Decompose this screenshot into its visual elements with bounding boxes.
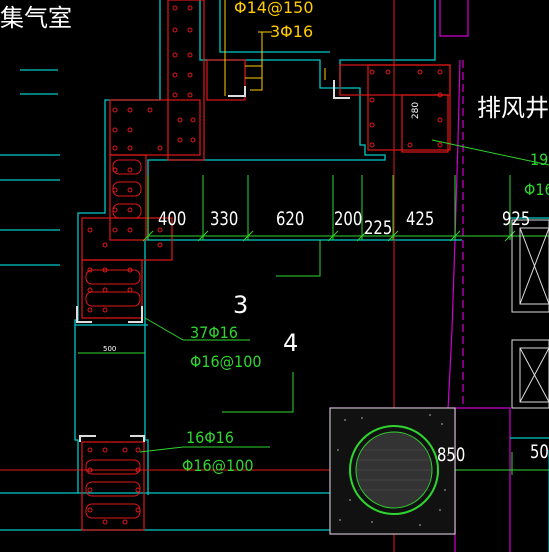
- pile-cap: [329, 407, 456, 535]
- rebar-label-low-2: Φ16@100: [182, 456, 254, 475]
- stirrup-bands: [85, 159, 142, 519]
- rebar-label-top-2: 3Φ16: [270, 22, 314, 41]
- wall-outlines: [0, 0, 549, 531]
- rebar-label-mid-1: 37Φ16: [190, 323, 238, 342]
- room-label-right: 排风井: [477, 94, 549, 122]
- dimension-200: 200: [334, 208, 363, 230]
- section-mark-3: 3: [233, 291, 249, 319]
- rebar-label-top-1: Φ14@150: [234, 0, 314, 17]
- steel-angles: [76, 80, 350, 442]
- side-panels: [511, 219, 549, 409]
- dimension-50: 50: [530, 441, 549, 463]
- dimension-925: 925: [502, 208, 531, 230]
- rebar-label-mid-2: Φ16@100: [190, 352, 262, 371]
- rebar-label-low-1: 16Φ16: [186, 428, 234, 447]
- rebar-label-right-2: Φ16: [524, 180, 549, 199]
- dimension-850: 850: [437, 444, 466, 466]
- dimension-425: 425: [406, 208, 435, 230]
- dimension-330: 330: [210, 208, 239, 230]
- section-leaders: [139, 139, 549, 453]
- note-leaders: [224, 0, 326, 96]
- room-label-left: 集气室: [0, 4, 72, 32]
- dimension-280: 280: [411, 101, 422, 120]
- dimension-400: 400: [158, 208, 187, 230]
- rebar-label-right-1: 19: [530, 150, 549, 169]
- dimension-500-small: 500: [103, 345, 117, 353]
- dimension-225: 225: [364, 217, 393, 239]
- section-mark-4: 4: [283, 329, 299, 357]
- dimension-chain: [78, 175, 549, 475]
- dimension-620: 620: [276, 208, 305, 230]
- pile-outer: [349, 425, 439, 515]
- rebar-cages: [81, 0, 451, 531]
- rebar-dots: [87, 5, 443, 525]
